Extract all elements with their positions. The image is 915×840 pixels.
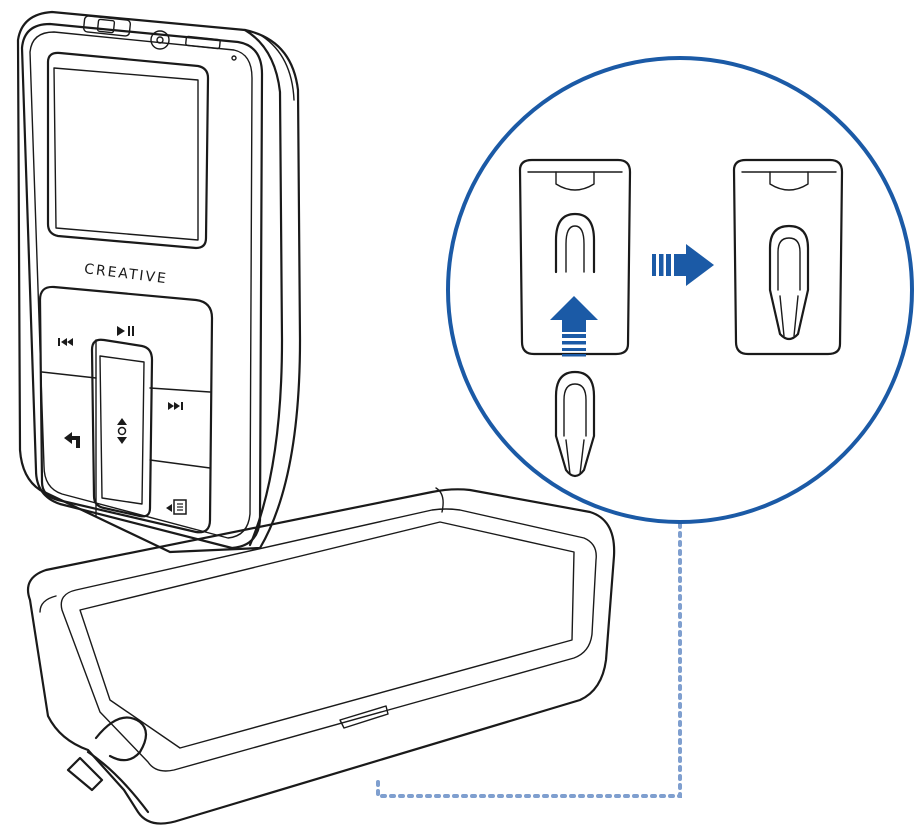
insert-up-arrow-icon	[550, 296, 598, 357]
clip-slot-after	[732, 158, 844, 356]
protective-case	[26, 487, 616, 825]
clip-tab	[554, 370, 596, 478]
skip-next-icon	[168, 402, 183, 410]
play-pause-icon	[117, 326, 134, 336]
clip-slot-before	[518, 158, 632, 356]
mp3-player: CREATIVE	[16, 10, 302, 554]
detail-zoom-circle	[446, 56, 914, 524]
leader-line	[376, 522, 682, 798]
player-screen	[46, 51, 210, 250]
scroll-updown-icon	[117, 418, 127, 444]
menu-icon	[166, 499, 187, 515]
brand-label: CREATIVE	[83, 261, 168, 287]
skip-previous-icon	[58, 338, 73, 346]
top-connectors	[82, 15, 237, 61]
back-arrow-icon	[64, 432, 80, 448]
control-pad	[38, 285, 214, 534]
scroll-strip	[90, 338, 154, 518]
result-right-arrow-icon	[652, 244, 714, 286]
